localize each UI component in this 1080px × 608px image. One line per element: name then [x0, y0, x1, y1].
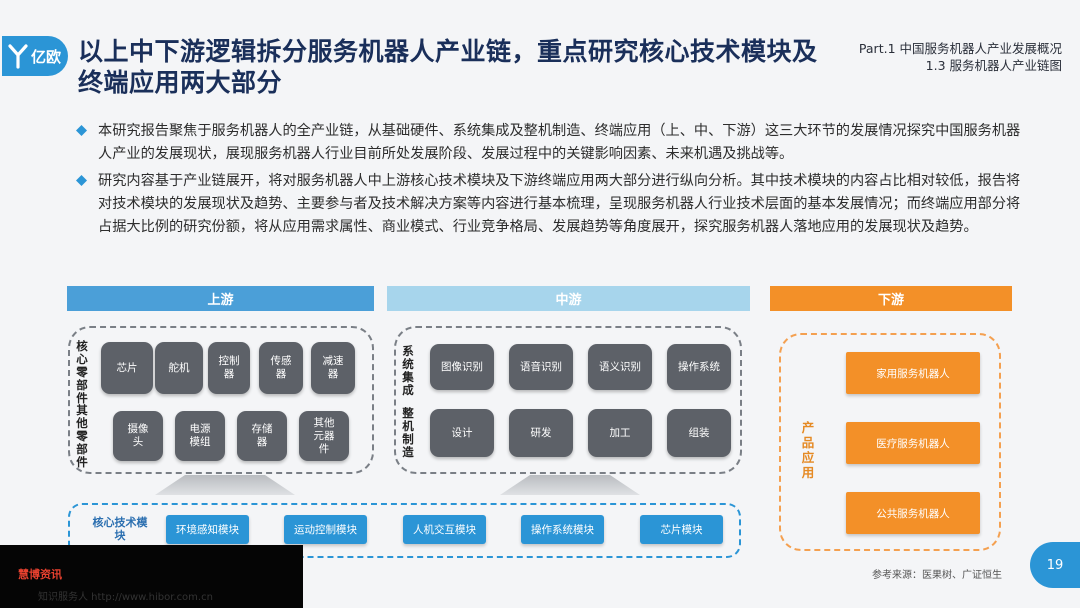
- upstream-container: [68, 326, 374, 474]
- upstream-core-sensor: 传感器: [259, 342, 303, 394]
- bullet-item: 研究内容基于产业链展开，将对服务机器人中上游核心技术模块及下游终端应用两大部分进…: [74, 170, 1024, 239]
- page-number: 19: [1030, 542, 1080, 588]
- section-sub: 1.3 服务机器人产业链图: [925, 58, 1062, 73]
- upstream-core-label: 核心零部件: [76, 339, 88, 405]
- midstream-os: 操作系统: [667, 344, 731, 390]
- watermark-title: 慧博资讯: [18, 568, 62, 581]
- watermark-sub: 知识服务人 http://www.hibor.com.cn: [38, 592, 213, 603]
- section-label: Part.1 中国服务机器人产业发展概况 1.3 服务机器人产业链图: [859, 40, 1062, 74]
- midstream-semantic-recognition: 语义识别: [588, 344, 652, 390]
- stage-midstream-bar: 中游: [387, 286, 750, 311]
- diamond-bullet-icon: [76, 175, 87, 186]
- bullet-item: 本研究报告聚焦于服务机器人的全产业链，从基础硬件、系统集成及整机制造、终端应用（…: [74, 120, 1024, 166]
- upstream-core-servo: 舵机: [155, 342, 203, 394]
- section-part: Part.1 中国服务机器人产业发展概况: [858, 41, 1062, 56]
- yiou-logo: 亿欧: [2, 36, 68, 76]
- core-tech-label: 核心技术模块: [92, 516, 148, 542]
- module-motion-control: 运动控制模块: [284, 515, 367, 544]
- midstream-whole-label: 整机制造: [402, 406, 414, 459]
- upstream-other-storage: 存储器: [237, 411, 287, 461]
- midstream-image-recognition: 图像识别: [430, 344, 494, 390]
- midstream-assembly: 组装: [667, 409, 731, 457]
- stage-upstream-bar: 上游: [67, 286, 374, 311]
- midstream-rnd: 研发: [509, 409, 573, 457]
- downstream-container: [779, 333, 1001, 551]
- module-environment-perception: 环境感知模块: [166, 515, 249, 544]
- logo-text: 亿欧: [31, 47, 62, 66]
- core-tech-container: [68, 503, 741, 558]
- upstream-core-controller: 控制器: [208, 342, 250, 394]
- source-note: 参考来源：医果树、广证恒生: [872, 570, 1002, 581]
- bullet-text: 本研究报告聚焦于服务机器人的全产业链，从基础硬件、系统集成及整机制造、终端应用（…: [98, 123, 1021, 162]
- upstream-other-label: 其他零部件: [76, 403, 88, 469]
- watermark-overlay: 慧博资讯 知识服务人 http://www.hibor.com.cn: [0, 545, 303, 608]
- diamond-bullet-icon: [76, 125, 87, 136]
- downstream-public-robot: 公共服务机器人: [846, 492, 980, 534]
- module-chip: 芯片模块: [640, 515, 723, 544]
- bullet-list: 本研究报告聚焦于服务机器人的全产业链，从基础硬件、系统集成及整机制造、终端应用（…: [74, 120, 1024, 243]
- module-hci: 人机交互模块: [403, 515, 486, 544]
- module-os: 操作系统模块: [521, 515, 604, 544]
- page-title: 以上中下游逻辑拆分服务机器人产业链，重点研究核心技术模块及终端应用两大部分: [78, 37, 818, 97]
- downstream-medical-robot: 医疗服务机器人: [846, 422, 980, 464]
- downstream-home-robot: 家用服务机器人: [846, 352, 980, 394]
- midstream-voice-recognition: 语音识别: [509, 344, 573, 390]
- bullet-text: 研究内容基于产业链展开，将对服务机器人中上游核心技术模块及下游终端应用两大部分进…: [98, 173, 1021, 235]
- midstream-system-label: 系统集成: [402, 344, 414, 397]
- down-arrow-icon: [500, 475, 640, 495]
- stage-downstream-bar: 下游: [770, 286, 1012, 311]
- midstream-container: [394, 326, 742, 474]
- downstream-label: 产品应用: [801, 420, 815, 480]
- midstream-design: 设计: [430, 409, 494, 457]
- upstream-other-components: 其他元器件: [299, 411, 349, 461]
- upstream-other-camera: 摄像头: [113, 411, 163, 461]
- upstream-core-chip: 芯片: [101, 342, 153, 394]
- down-arrow-icon: [155, 475, 295, 495]
- logo-y-icon: [8, 44, 28, 69]
- midstream-processing: 加工: [588, 409, 652, 457]
- upstream-other-power: 电源模组: [175, 411, 225, 461]
- upstream-core-reducer: 减速器: [311, 342, 355, 394]
